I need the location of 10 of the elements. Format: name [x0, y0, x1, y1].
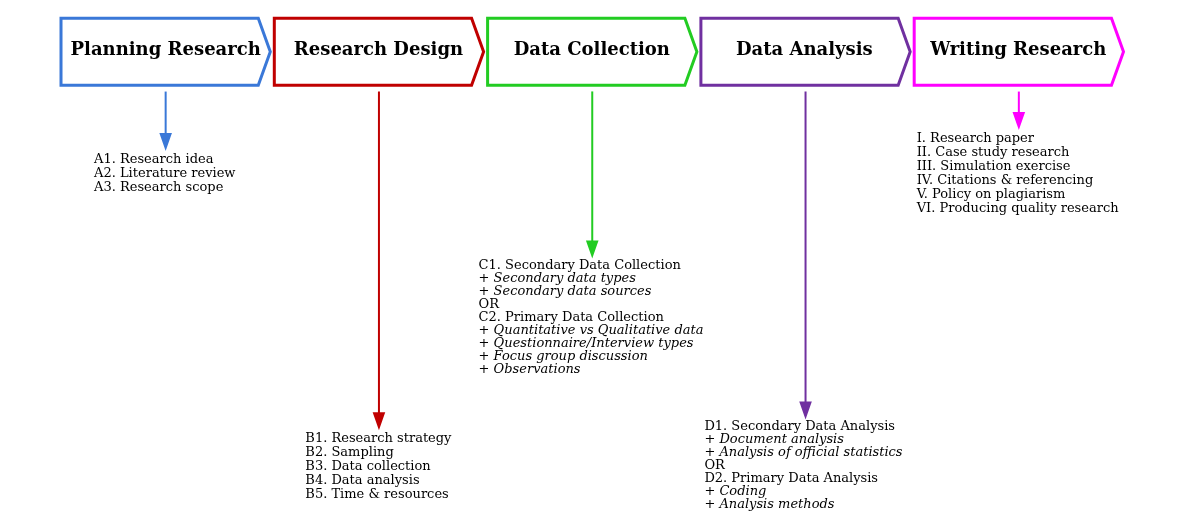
node-text: C1. Secondary Data Collection + Secondary data types + Secondary data sources OR C2. Primary Data Collection + Quantitative vs Qualitative data + Questionnaire/Interview types + Focus group discussion + Observations — [478, 256, 704, 377]
arrow — [159, 90, 172, 151]
node-text: I. Research paper II. Case study research III. Simulation exercise IV. Citations & referencing V. Policy on plagiarism VI. Producing quality research — [916, 129, 1119, 215]
node-text: A1. Research idea A2. Literature review A3. Research scope — [94, 150, 236, 194]
arrow — [372, 90, 386, 431]
node-text: D1. Secondary Data Analysis + Document analysis + Analysis of official statistics OR D2. Primary Data Analysis + Coding + Analysis methods — [704, 418, 903, 512]
arrow — [1012, 90, 1026, 131]
arrow — [585, 90, 599, 259]
arrow — [799, 90, 812, 420]
node-text: B1. Research strategy B2. Sampling B3. Data collection B4. Data analysis B5. Time & resources — [305, 429, 452, 501]
